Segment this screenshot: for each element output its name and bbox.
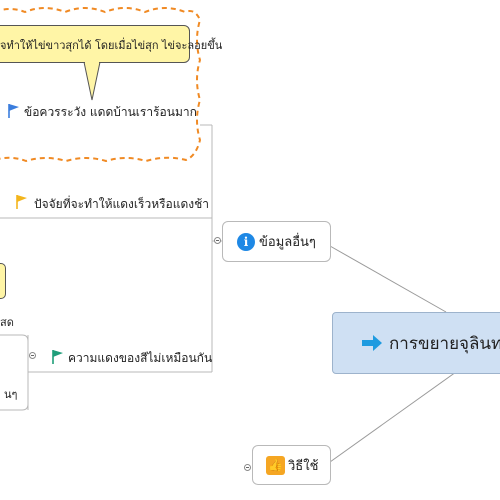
info-icon: i: [237, 232, 255, 251]
connector-info-children: [211, 130, 222, 372]
subtopic-factors-label[interactable]: ปัจจัยที่จะทำให้แดงเร็วหรือแดงช้า: [34, 197, 210, 211]
fragment-n: นๆ: [4, 388, 18, 401]
collapse-toggle-usage[interactable]: [244, 464, 251, 471]
central-topic-label: การขยายจุลินท: [389, 333, 500, 354]
callout-pointer-cover: [85, 60, 99, 63]
partial-yellow-node[interactable]: [0, 263, 6, 299]
arrow-right-icon: [362, 335, 382, 351]
connector-info: [329, 245, 447, 313]
topic-usage-label: วิธีใช้: [288, 458, 319, 474]
topic-info[interactable]: i ข้อมูลอื่นๆ: [222, 221, 331, 262]
central-topic[interactable]: การขยายจุลินท: [332, 312, 500, 374]
blue-flag-icon: [8, 104, 19, 118]
thumbs-up-icon: 👍: [266, 455, 285, 475]
fragment-box: [0, 334, 29, 411]
callout-box[interactable]: [0, 25, 190, 63]
topic-boundary: [0, 7, 202, 163]
collapse-toggle-info[interactable]: [214, 237, 221, 244]
subtopic-caution-label[interactable]: ข้อควรระวัง แดดบ้านเราร้อนมาก: [24, 105, 197, 119]
collapse-toggle-differences[interactable]: [29, 352, 36, 359]
yellow-flag-icon: [16, 195, 27, 209]
fragment-sod: สด: [0, 316, 14, 329]
callout-text: จทำให้ไข่ขาวสุกได้ โดยเมื่อไข่สุก ไข่จะล…: [0, 39, 223, 52]
topic-usage[interactable]: 👍 วิธีใช้: [252, 445, 331, 485]
green-flag-icon: [52, 350, 63, 364]
subtopic-differences-label[interactable]: ความแดงของสีไม่เหมือนกัน: [68, 351, 213, 365]
callout-pointer: [83, 61, 101, 101]
topic-info-label: ข้อมูลอื่นๆ: [259, 235, 316, 250]
connector-usage: [329, 371, 457, 463]
